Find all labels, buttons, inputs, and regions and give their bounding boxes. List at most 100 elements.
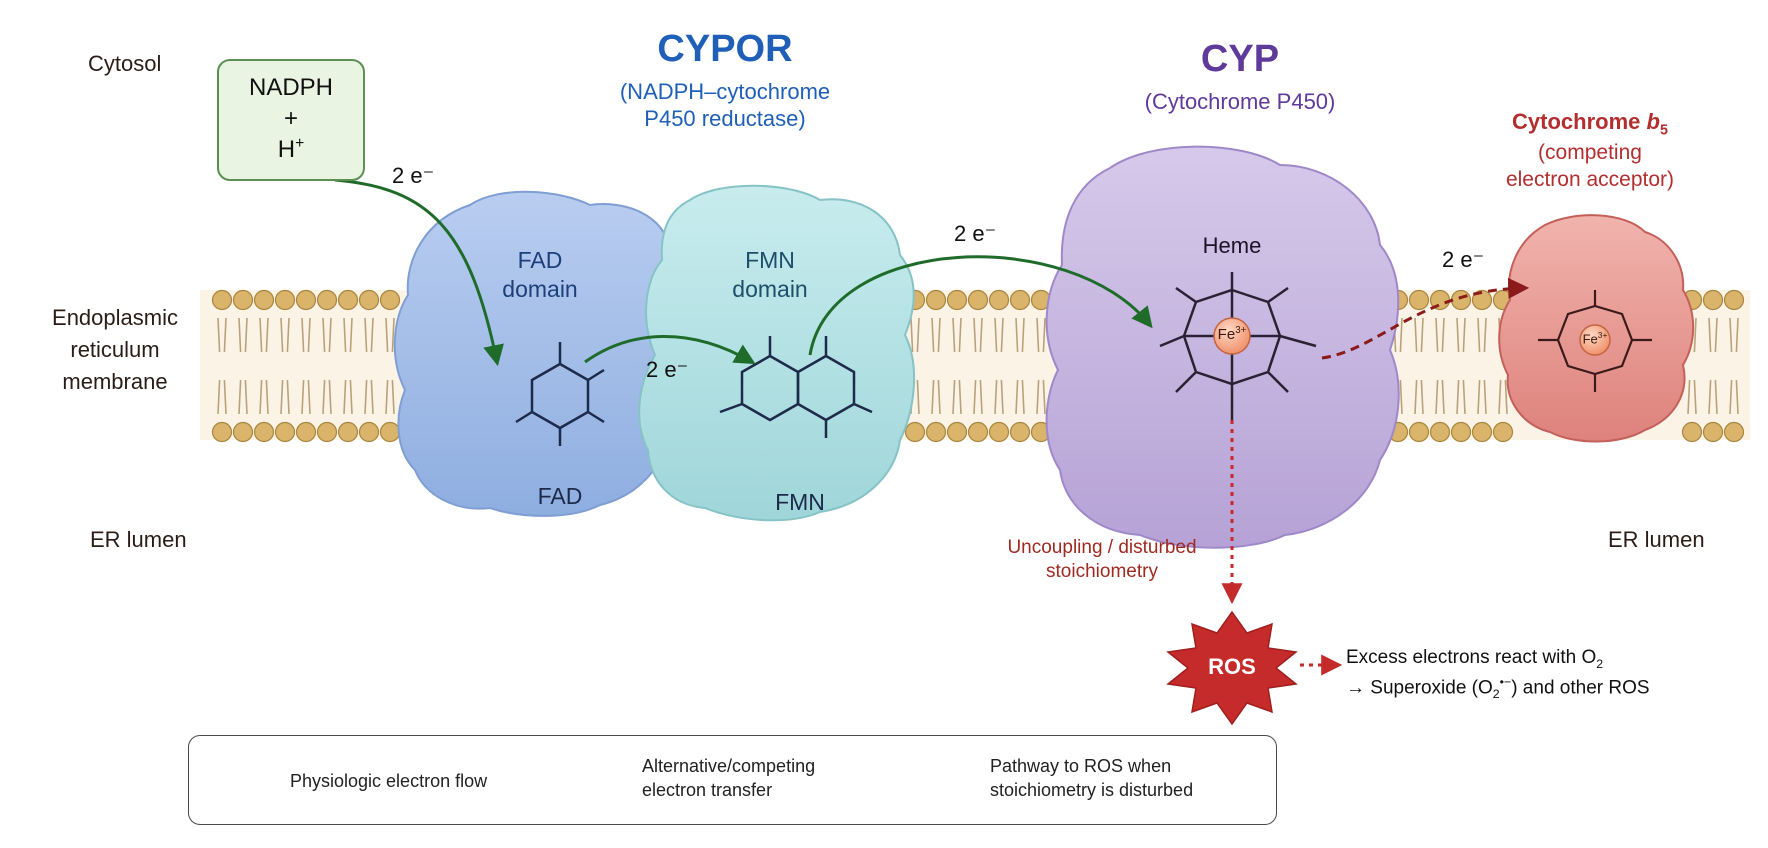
lipid-tail (349, 379, 353, 415)
lipid-tail (238, 379, 242, 415)
proton-text: H+ (277, 135, 305, 164)
legend-box (188, 735, 1277, 825)
lipid-tail (328, 379, 332, 415)
ros-note-line2: → Superoxide (O2•−) and other ROS (1346, 674, 1650, 701)
membrane-label-line2: reticulum (70, 336, 160, 362)
cypor-subtitle-line2: P450 reductase) (644, 106, 806, 131)
lipid-tail (1399, 379, 1403, 415)
lipid-tail (1729, 379, 1733, 415)
lipid-tail (1462, 379, 1466, 415)
cypor-subtitle-line1: (NADPH–cytochrome (619, 78, 831, 104)
heme-iron (1213, 317, 1251, 355)
lipid-tail (370, 379, 374, 415)
arrow-nadph-to-fad (334, 178, 504, 367)
lipid-head (253, 289, 275, 311)
arrow-fmn-to-cyp (808, 255, 1153, 356)
lipid-tail (286, 317, 290, 353)
arrow-cyp-to-b5 (1321, 277, 1530, 360)
lipid-head (295, 421, 317, 443)
lipid-tail (1708, 379, 1712, 415)
cytosol-label: Cytosol (88, 51, 162, 76)
lipid-head (946, 289, 968, 311)
b5-title-block: Cytochrome b5 (competing electron accept… (1470, 108, 1710, 193)
lipid-tail (916, 379, 920, 415)
lipid-tail (916, 317, 920, 353)
lipid-tail (973, 317, 977, 353)
lipid-head (358, 421, 380, 443)
lipid-head (1009, 289, 1031, 311)
lipid-head (1702, 421, 1724, 443)
lipid-tail (238, 317, 242, 353)
nadph-text: NADPH (248, 74, 333, 101)
lipid-tail (307, 379, 311, 415)
lipid-head (925, 289, 947, 311)
lipid-tail (931, 379, 935, 415)
lipid-tail (280, 379, 284, 415)
fmn-domain-blob (638, 184, 915, 522)
lipid-tail (244, 379, 248, 415)
ros-note: Excess electrons react with O2 → Superox… (1346, 644, 1650, 704)
arrow-fad-to-fmn (584, 335, 756, 365)
lipid-head (274, 289, 296, 311)
lipid-tail (322, 317, 326, 353)
lipid-tail (1477, 379, 1481, 415)
lipid-head (1723, 289, 1745, 311)
ros-label: ROS (1208, 654, 1256, 679)
lipid-tail (1420, 317, 1424, 353)
lipid-tail (1000, 379, 1004, 415)
lipid-tail (343, 379, 347, 415)
lipid-tail (301, 317, 305, 353)
lipid-tail (1693, 379, 1697, 415)
lipid-tail (307, 317, 311, 353)
lipid-tail (1729, 317, 1733, 353)
b5-heme-structure (1538, 290, 1652, 392)
cyp-title: CYP (1200, 38, 1280, 80)
lipid-tail (958, 317, 962, 353)
lipid-tail (937, 317, 941, 353)
lipid-head (1492, 421, 1514, 443)
lipid-head (1681, 421, 1703, 443)
b5-iron (1579, 324, 1611, 356)
fad-cofactor-label: FAD (537, 483, 583, 509)
lipid-tail (328, 317, 332, 353)
lipid-tail (223, 379, 227, 415)
lipid-bilayer (211, 289, 1745, 443)
lipid-head (967, 289, 989, 311)
cypor-title: CYPOR (657, 28, 793, 70)
lipid-tail (1735, 379, 1739, 415)
lipid-tail (217, 379, 221, 415)
lipid-tail (217, 317, 221, 353)
lipid-tail (1015, 379, 1019, 415)
lipid-head (379, 421, 401, 443)
lipid-tail (1483, 317, 1487, 353)
b5-fe-label: Fe3+ (1582, 330, 1608, 347)
lipid-tail (1036, 317, 1040, 353)
b5-subtitle-line2: electron acceptor) (1505, 167, 1675, 191)
lipid-head (316, 421, 338, 443)
lipid-tail (994, 317, 998, 353)
lipid-tail (931, 317, 935, 353)
lipid-tail (1441, 379, 1445, 415)
lipid-tail (1693, 317, 1697, 353)
lipid-tail (1708, 317, 1712, 353)
lipid-tail (364, 317, 368, 353)
lipid-tail (1735, 317, 1739, 353)
lipid-tail (259, 379, 263, 415)
electron-label-nadph-fad: 2 e⁻ (392, 163, 435, 188)
lipid-tail (979, 379, 983, 415)
lipid-tail (322, 379, 326, 415)
lipid-tail (244, 317, 248, 353)
lipid-tail (1000, 317, 1004, 353)
b5-subtitle-line1: (competing (1538, 141, 1642, 165)
lipid-head (1408, 289, 1430, 311)
lipid-head (1408, 421, 1430, 443)
lipid-tail (952, 379, 956, 415)
lipid-tail (349, 317, 353, 353)
lipid-head (211, 421, 233, 443)
lipid-head (211, 289, 233, 311)
ros-note-line1: Excess electrons react with O2 (1346, 647, 1604, 671)
